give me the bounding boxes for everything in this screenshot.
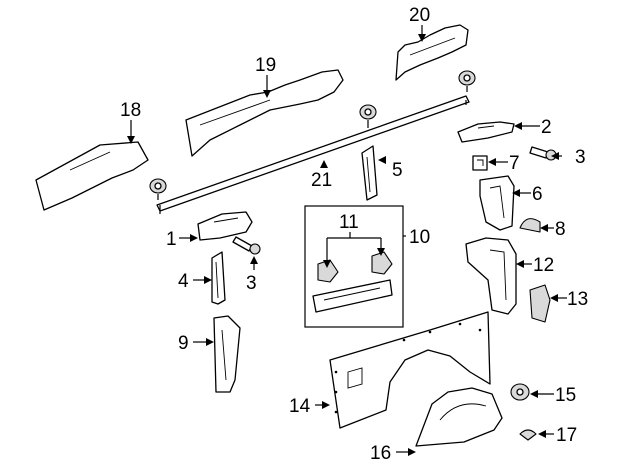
screw-3 [529,146,557,161]
clip-7 [472,155,488,171]
callout-17: 17 [556,425,577,446]
callout-9: 9 [178,333,189,354]
callout-18: 18 [120,100,141,121]
callout-14: 14 [289,396,311,417]
callout-labels: 1 2 3 3 4 5 6 7 8 9 10 11 12 13 14 15 16… [120,5,588,464]
callout-12: 12 [533,255,554,276]
callout-10: 10 [409,227,430,248]
insulation-panel-20 [395,24,469,81]
cap-8 [519,218,541,233]
insulation-panel-19 [185,69,344,157]
trim-rail-21 [156,95,470,212]
leader-lines [127,25,567,456]
side-panel-14 [329,311,491,429]
retainer-15 [510,383,530,401]
callout-1: 1 [166,229,177,250]
callout-6: 6 [532,184,543,205]
callout-8: 8 [555,219,566,240]
push-pin-retainer [149,178,167,200]
callout-20: 20 [409,5,430,26]
callout-15: 15 [555,385,576,406]
cover-13 [529,284,551,323]
callout-5: 5 [392,160,403,181]
plug-17 [519,429,537,441]
pillar-trim-9 [213,315,241,393]
callout-13: 13 [567,289,588,310]
callout-4: 4 [178,271,189,292]
wheelhouse-liner-16 [415,387,503,447]
trim-cap-2 [457,121,515,143]
push-pin-retainer [359,104,377,128]
callout-2: 2 [541,117,552,138]
callout-3: 3 [575,147,586,168]
trim-cap-1 [197,211,253,241]
pillar-trim-4 [211,251,226,305]
callout-21: 21 [311,170,332,191]
push-pin-retainer [458,70,476,92]
callout-7: 7 [509,153,520,174]
pillar-trim-5 [361,145,378,201]
insulation-panel-18 [35,141,149,211]
callout-3: 3 [246,273,257,294]
callout-19: 19 [255,55,276,76]
callout-16: 16 [370,443,391,464]
screw-3 [232,236,261,255]
quarter-trim-12 [465,237,517,315]
quarter-trim-6 [479,175,515,231]
callout-11: 11 [339,212,359,233]
